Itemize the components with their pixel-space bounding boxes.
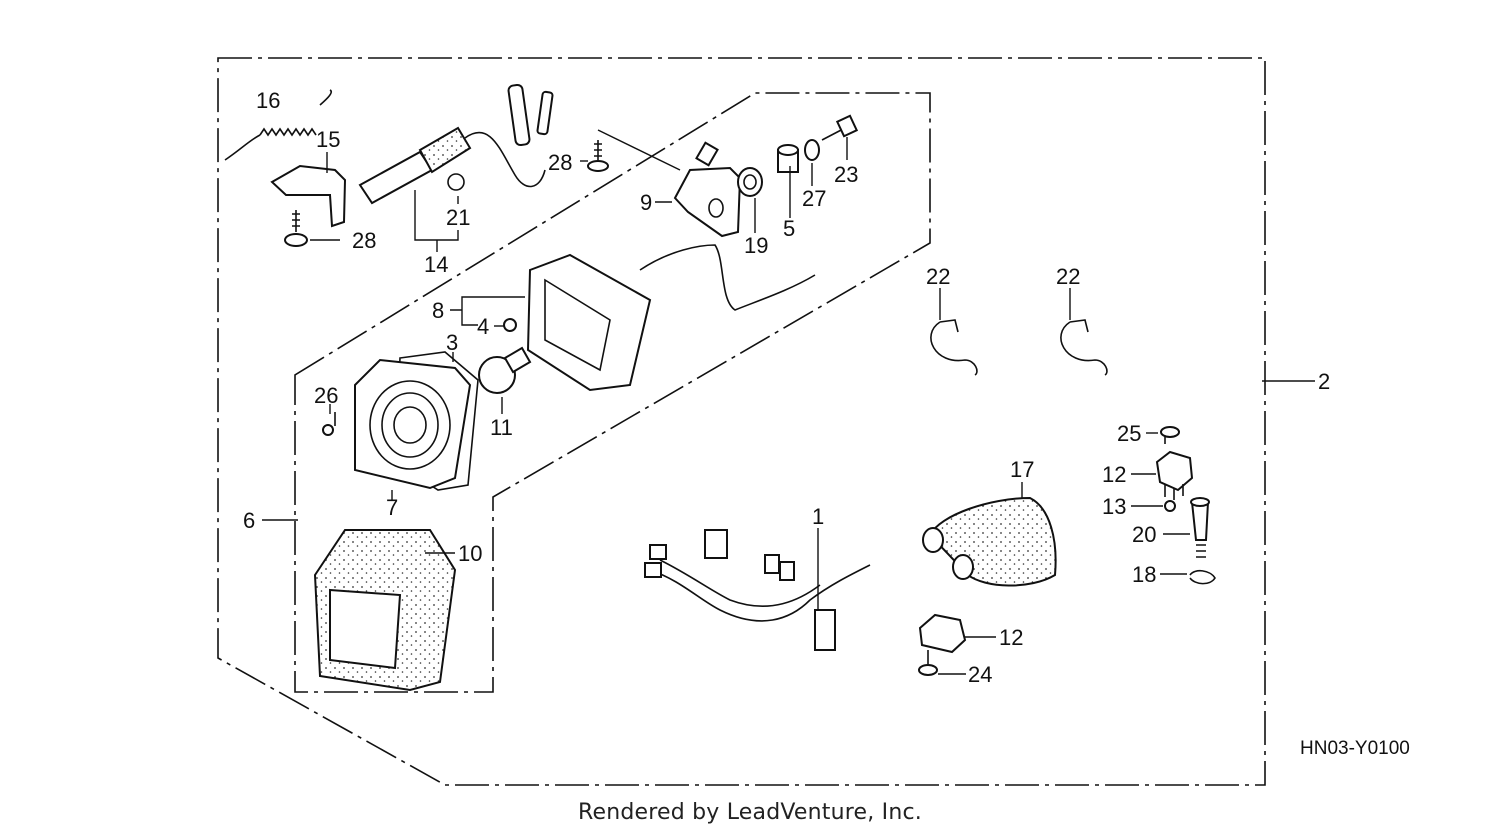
bracket-part xyxy=(270,164,347,228)
callout-17: 17 xyxy=(1010,457,1034,482)
nut-part-4 xyxy=(503,318,517,332)
callout-labels: 16 15 28 21 14 28 9 19 5 27 23 8 4 3 11 … xyxy=(243,88,1330,687)
callout-1: 1 xyxy=(812,504,824,529)
washer-part-27 xyxy=(804,139,820,161)
callout-26: 26 xyxy=(314,383,338,408)
callout-24: 24 xyxy=(968,662,992,687)
footer-credit: Rendered by LeadVenture, Inc. xyxy=(578,800,922,825)
headlight-housing-part xyxy=(526,244,816,392)
callout-25: 25 xyxy=(1117,421,1141,446)
callout-12a: 12 xyxy=(1102,462,1126,487)
clip-part xyxy=(447,173,465,191)
callout-15: 15 xyxy=(316,127,340,152)
callout-27: 27 xyxy=(802,186,826,211)
clip-nut-part-18 xyxy=(1189,569,1216,585)
headlight-subassembly-frame xyxy=(294,92,931,693)
switch-assembly-part xyxy=(358,83,554,205)
rim-cover-part xyxy=(313,529,457,692)
callout-16: 16 xyxy=(256,88,280,113)
spring-part xyxy=(224,89,333,161)
callout-28a: 28 xyxy=(352,228,376,253)
lens-part xyxy=(354,358,472,490)
callout-5: 5 xyxy=(783,216,795,241)
wire-harness-part xyxy=(644,529,871,651)
callout-13: 13 xyxy=(1102,494,1126,519)
callout-10: 10 xyxy=(458,541,482,566)
callout-20: 20 xyxy=(1132,522,1156,547)
assembly-frame xyxy=(217,57,1266,786)
switch-cover-part xyxy=(922,496,1057,587)
callout-12b: 12 xyxy=(999,625,1023,650)
callout-22a: 22 xyxy=(926,264,950,289)
screw-part-28b xyxy=(587,140,609,172)
bushing-part-19 xyxy=(737,167,763,197)
bolt-part-23 xyxy=(821,114,859,141)
callout-23: 23 xyxy=(834,162,858,187)
callout-19: 19 xyxy=(744,233,768,258)
collar-part-5 xyxy=(777,144,799,173)
leader-lines xyxy=(262,129,1315,675)
screw-part-26 xyxy=(322,412,336,436)
clamp-part-22b xyxy=(1060,319,1108,376)
callout-4: 4 xyxy=(477,314,489,339)
callout-7: 7 xyxy=(386,495,398,520)
callout-6: 6 xyxy=(243,508,255,533)
callout-21: 21 xyxy=(446,205,470,230)
screw-part-28a xyxy=(284,210,308,247)
callout-14: 14 xyxy=(424,252,448,277)
callout-18: 18 xyxy=(1132,562,1156,587)
switch-part-12b xyxy=(918,613,967,654)
screw-part-24 xyxy=(918,650,938,676)
clamp-part-22a xyxy=(930,319,978,376)
diagram-code: HN03-Y0100 xyxy=(1300,738,1410,759)
callout-28b: 28 xyxy=(548,150,572,175)
washer-part-13 xyxy=(1164,500,1176,512)
bulb-part xyxy=(478,346,532,394)
callout-3: 3 xyxy=(446,330,458,355)
screw-part-25 xyxy=(1160,426,1180,444)
callout-22b: 22 xyxy=(1056,264,1080,289)
callout-9: 9 xyxy=(640,190,652,215)
callout-11: 11 xyxy=(490,415,513,440)
callout-8: 8 xyxy=(432,298,444,323)
relay-part-12a xyxy=(1155,450,1194,500)
bolt-part-20 xyxy=(1190,497,1210,558)
callout-2: 2 xyxy=(1318,369,1330,394)
mount-bracket-part xyxy=(673,166,742,238)
